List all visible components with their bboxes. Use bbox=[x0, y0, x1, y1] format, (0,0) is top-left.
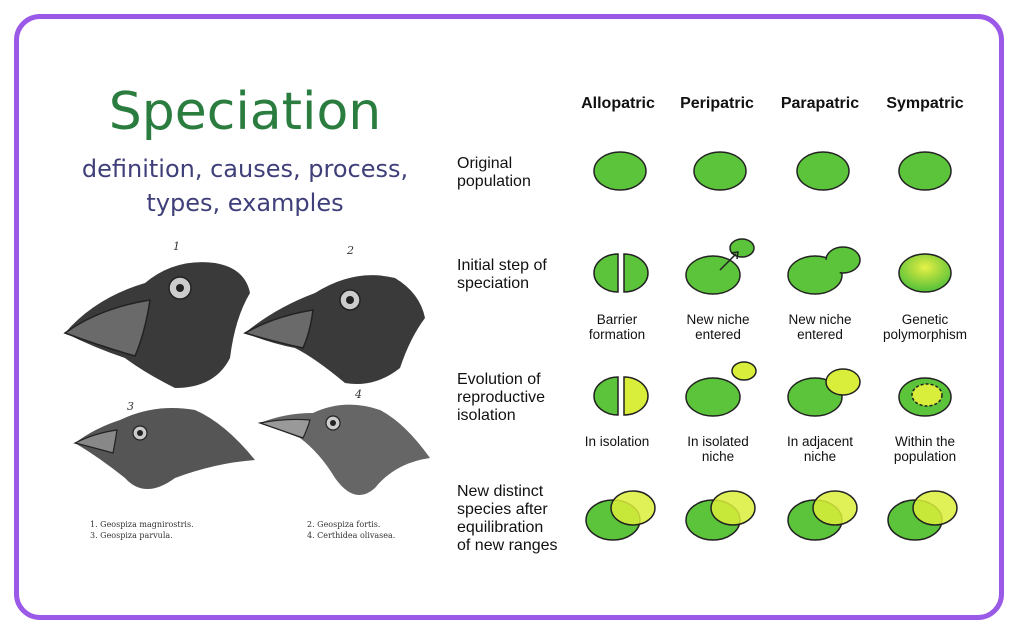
column-header-allopatric: Allopatric bbox=[581, 95, 655, 112]
sympatric-within-population bbox=[898, 377, 952, 417]
finch-beaks-illustration: 1 2 3 4 1. Geospiza magnirostris. 3. Geo… bbox=[63, 240, 430, 540]
speciation-diagram bbox=[585, 151, 958, 541]
caption-in-isolation: In isolation bbox=[584, 434, 650, 449]
caption-barrier-formation: Barrier formation bbox=[588, 312, 646, 342]
finch-1-head bbox=[63, 262, 250, 388]
sympatric-original-population bbox=[898, 151, 952, 191]
allopatric-isolation bbox=[593, 376, 649, 416]
parapatric-original-population bbox=[796, 151, 850, 191]
peripatric-new-niche-entered bbox=[685, 238, 755, 295]
peripatric-isolated-niche bbox=[685, 361, 757, 417]
subtitle-line-1: definition, causes, process, bbox=[81, 155, 409, 183]
finch-4-head bbox=[257, 404, 430, 496]
finch-number-3: 3 bbox=[127, 400, 134, 413]
peripatric-original-population bbox=[693, 151, 747, 191]
row-header-original-population: Original population bbox=[457, 155, 531, 190]
caption-parapatric-new-niche: New niche entered bbox=[788, 312, 852, 342]
subtitle-line-2: types, examples bbox=[146, 189, 344, 217]
caption-genetic-polymorphism: Genetic polymorphism bbox=[882, 312, 968, 342]
sympatric-genetic-polymorphism bbox=[898, 253, 952, 293]
row-header-initial-step: Initial step of speciation bbox=[457, 257, 547, 292]
caption-adjacent-niche: In adjacent niche bbox=[786, 434, 854, 464]
caption-peripatric-new-niche: New niche entered bbox=[686, 312, 750, 342]
finch-3-head bbox=[73, 407, 255, 489]
finch-legend-3: 3. Geospiza parvula. bbox=[90, 531, 173, 540]
column-header-parapatric: Parapatric bbox=[780, 95, 860, 112]
column-header-peripatric: Peripatric bbox=[680, 95, 754, 112]
parapatric-adjacent-niche bbox=[787, 368, 861, 417]
parapatric-new-niche-entered bbox=[787, 246, 861, 295]
finch-legend-1: 1. Geospiza magnirostris. bbox=[90, 520, 194, 529]
page-subtitle: definition, causes, process, types, exam… bbox=[60, 152, 430, 220]
page-title: Speciation bbox=[108, 82, 382, 142]
finch-legend-2: 2. Geospiza fortis. bbox=[307, 520, 380, 529]
page-frame bbox=[14, 14, 1004, 620]
column-header-sympatric: Sympatric bbox=[886, 95, 964, 112]
parapatric-new-species bbox=[787, 490, 858, 541]
row-header-new-species: New distinct species after equilibration… bbox=[457, 483, 558, 554]
row-header-reproductive-isolation: Evolution of reproductive isolation bbox=[457, 371, 546, 424]
allopatric-new-species bbox=[585, 490, 656, 541]
caption-isolated-niche: In isolated niche bbox=[687, 434, 749, 464]
finch-number-2: 2 bbox=[346, 244, 354, 257]
sympatric-new-species bbox=[887, 490, 958, 541]
finch-number-1: 1 bbox=[173, 240, 180, 253]
finch-legend-4: 4. Certhidea olivasea. bbox=[307, 531, 395, 540]
caption-within-population: Within the population bbox=[893, 434, 957, 464]
finch-2-head bbox=[243, 275, 425, 384]
finch-number-4: 4 bbox=[354, 388, 362, 401]
peripatric-new-species bbox=[685, 490, 756, 541]
allopatric-barrier-formation bbox=[593, 253, 649, 293]
allopatric-original-population bbox=[593, 151, 647, 191]
